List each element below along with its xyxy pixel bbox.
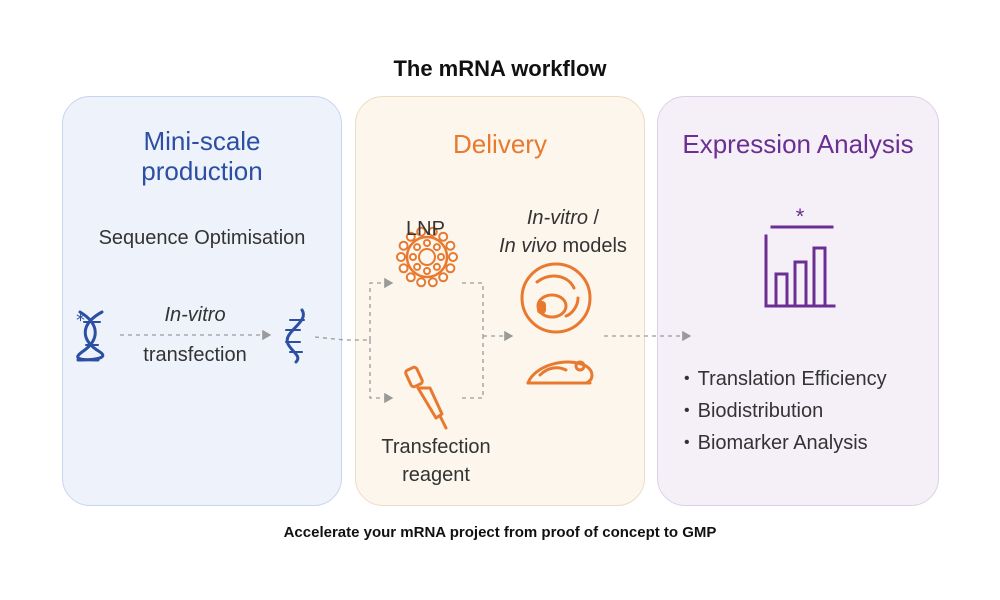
lnp-lipid-dot [445, 263, 456, 274]
sequence-label: Sequence Optimisation [98, 227, 306, 249]
lnp-lipid-dot [448, 252, 458, 262]
step-italic-label: In-vitro [164, 304, 226, 326]
lnp-lipid-dot [427, 226, 438, 237]
page-title: The mRNA workflow [393, 56, 607, 81]
lnp-lipid-dot [416, 277, 427, 288]
models-slash: / [588, 207, 600, 229]
lnp-lipid-dot [396, 252, 406, 262]
lnp-lipid-dot [409, 253, 417, 261]
lnp-lipid-dot [437, 253, 445, 261]
analysis-bullet: Biodistribution [684, 395, 887, 427]
lnp-lipid-dot [445, 240, 456, 251]
footer-tagline: Accelerate your mRNA project from proof … [283, 524, 717, 541]
lnp-lipid-dot [413, 262, 422, 271]
lnp-label: LNP [406, 218, 445, 240]
bar-chart-icon [764, 225, 836, 308]
pipette-icon [404, 365, 448, 430]
arrow-branch-lnp [369, 277, 394, 340]
svg-text:*: * [76, 310, 85, 331]
reagent-line1: Transfection [381, 436, 491, 458]
models-italic-1: In-vitro [526, 207, 588, 229]
lnp-lipid-dot [423, 267, 431, 275]
delivery-heading: Delivery [453, 129, 547, 159]
analysis-bullet-list: Translation Efficiency Biodistribution B… [684, 363, 887, 459]
production-heading: Mini-scale production [62, 126, 342, 186]
step-label: transfection [143, 344, 247, 366]
arrow-branch-reagent [369, 340, 394, 404]
lnp-lipid-dot [423, 239, 431, 247]
dna-icon: * [76, 310, 105, 362]
lnp-lipid-dot [438, 231, 449, 242]
analysis-bullet: Translation Efficiency [684, 363, 887, 395]
models-italic-2: In vivo [499, 235, 557, 257]
models-label: In-vitro / In vivo models [478, 204, 648, 260]
cell-icon [520, 262, 592, 334]
production-heading-line1: Mini-scale [143, 126, 261, 156]
lnp-lipid-dot [405, 272, 416, 283]
analysis-bullet: Biomarker Analysis [684, 427, 887, 459]
lnp-lipid-dot [438, 272, 449, 283]
lnp-lipid-dot [413, 243, 422, 252]
lnp-lipid-dot [427, 277, 438, 288]
arrow-lnp-merge [462, 282, 484, 336]
reagent-line2: reagent [402, 464, 470, 486]
production-panel [62, 96, 342, 506]
analysis-heading: Expression Analysis [682, 129, 914, 159]
lnp-lipid-dot [405, 231, 416, 242]
arrow-mrna-to-branch [314, 336, 370, 341]
lnp-lipid-dot [432, 262, 441, 271]
arrow-reagent-merge [462, 336, 484, 399]
lnp-lipid-dot [398, 263, 409, 274]
delivery-panel [355, 96, 645, 506]
mouse-icon [526, 360, 594, 385]
lnp-lipid-dot [416, 226, 427, 237]
connector-arrows [120, 277, 692, 404]
reagent-label: Transfection reagent [361, 433, 511, 489]
mrna-strand-icon [285, 308, 305, 364]
lnp-lipid-dot [432, 243, 441, 252]
models-text: models [556, 235, 627, 257]
chart-star: * [795, 204, 805, 229]
production-heading-line2: production [141, 156, 263, 186]
lnp-icon [396, 226, 458, 288]
lnp-lipid-dot [398, 240, 409, 251]
